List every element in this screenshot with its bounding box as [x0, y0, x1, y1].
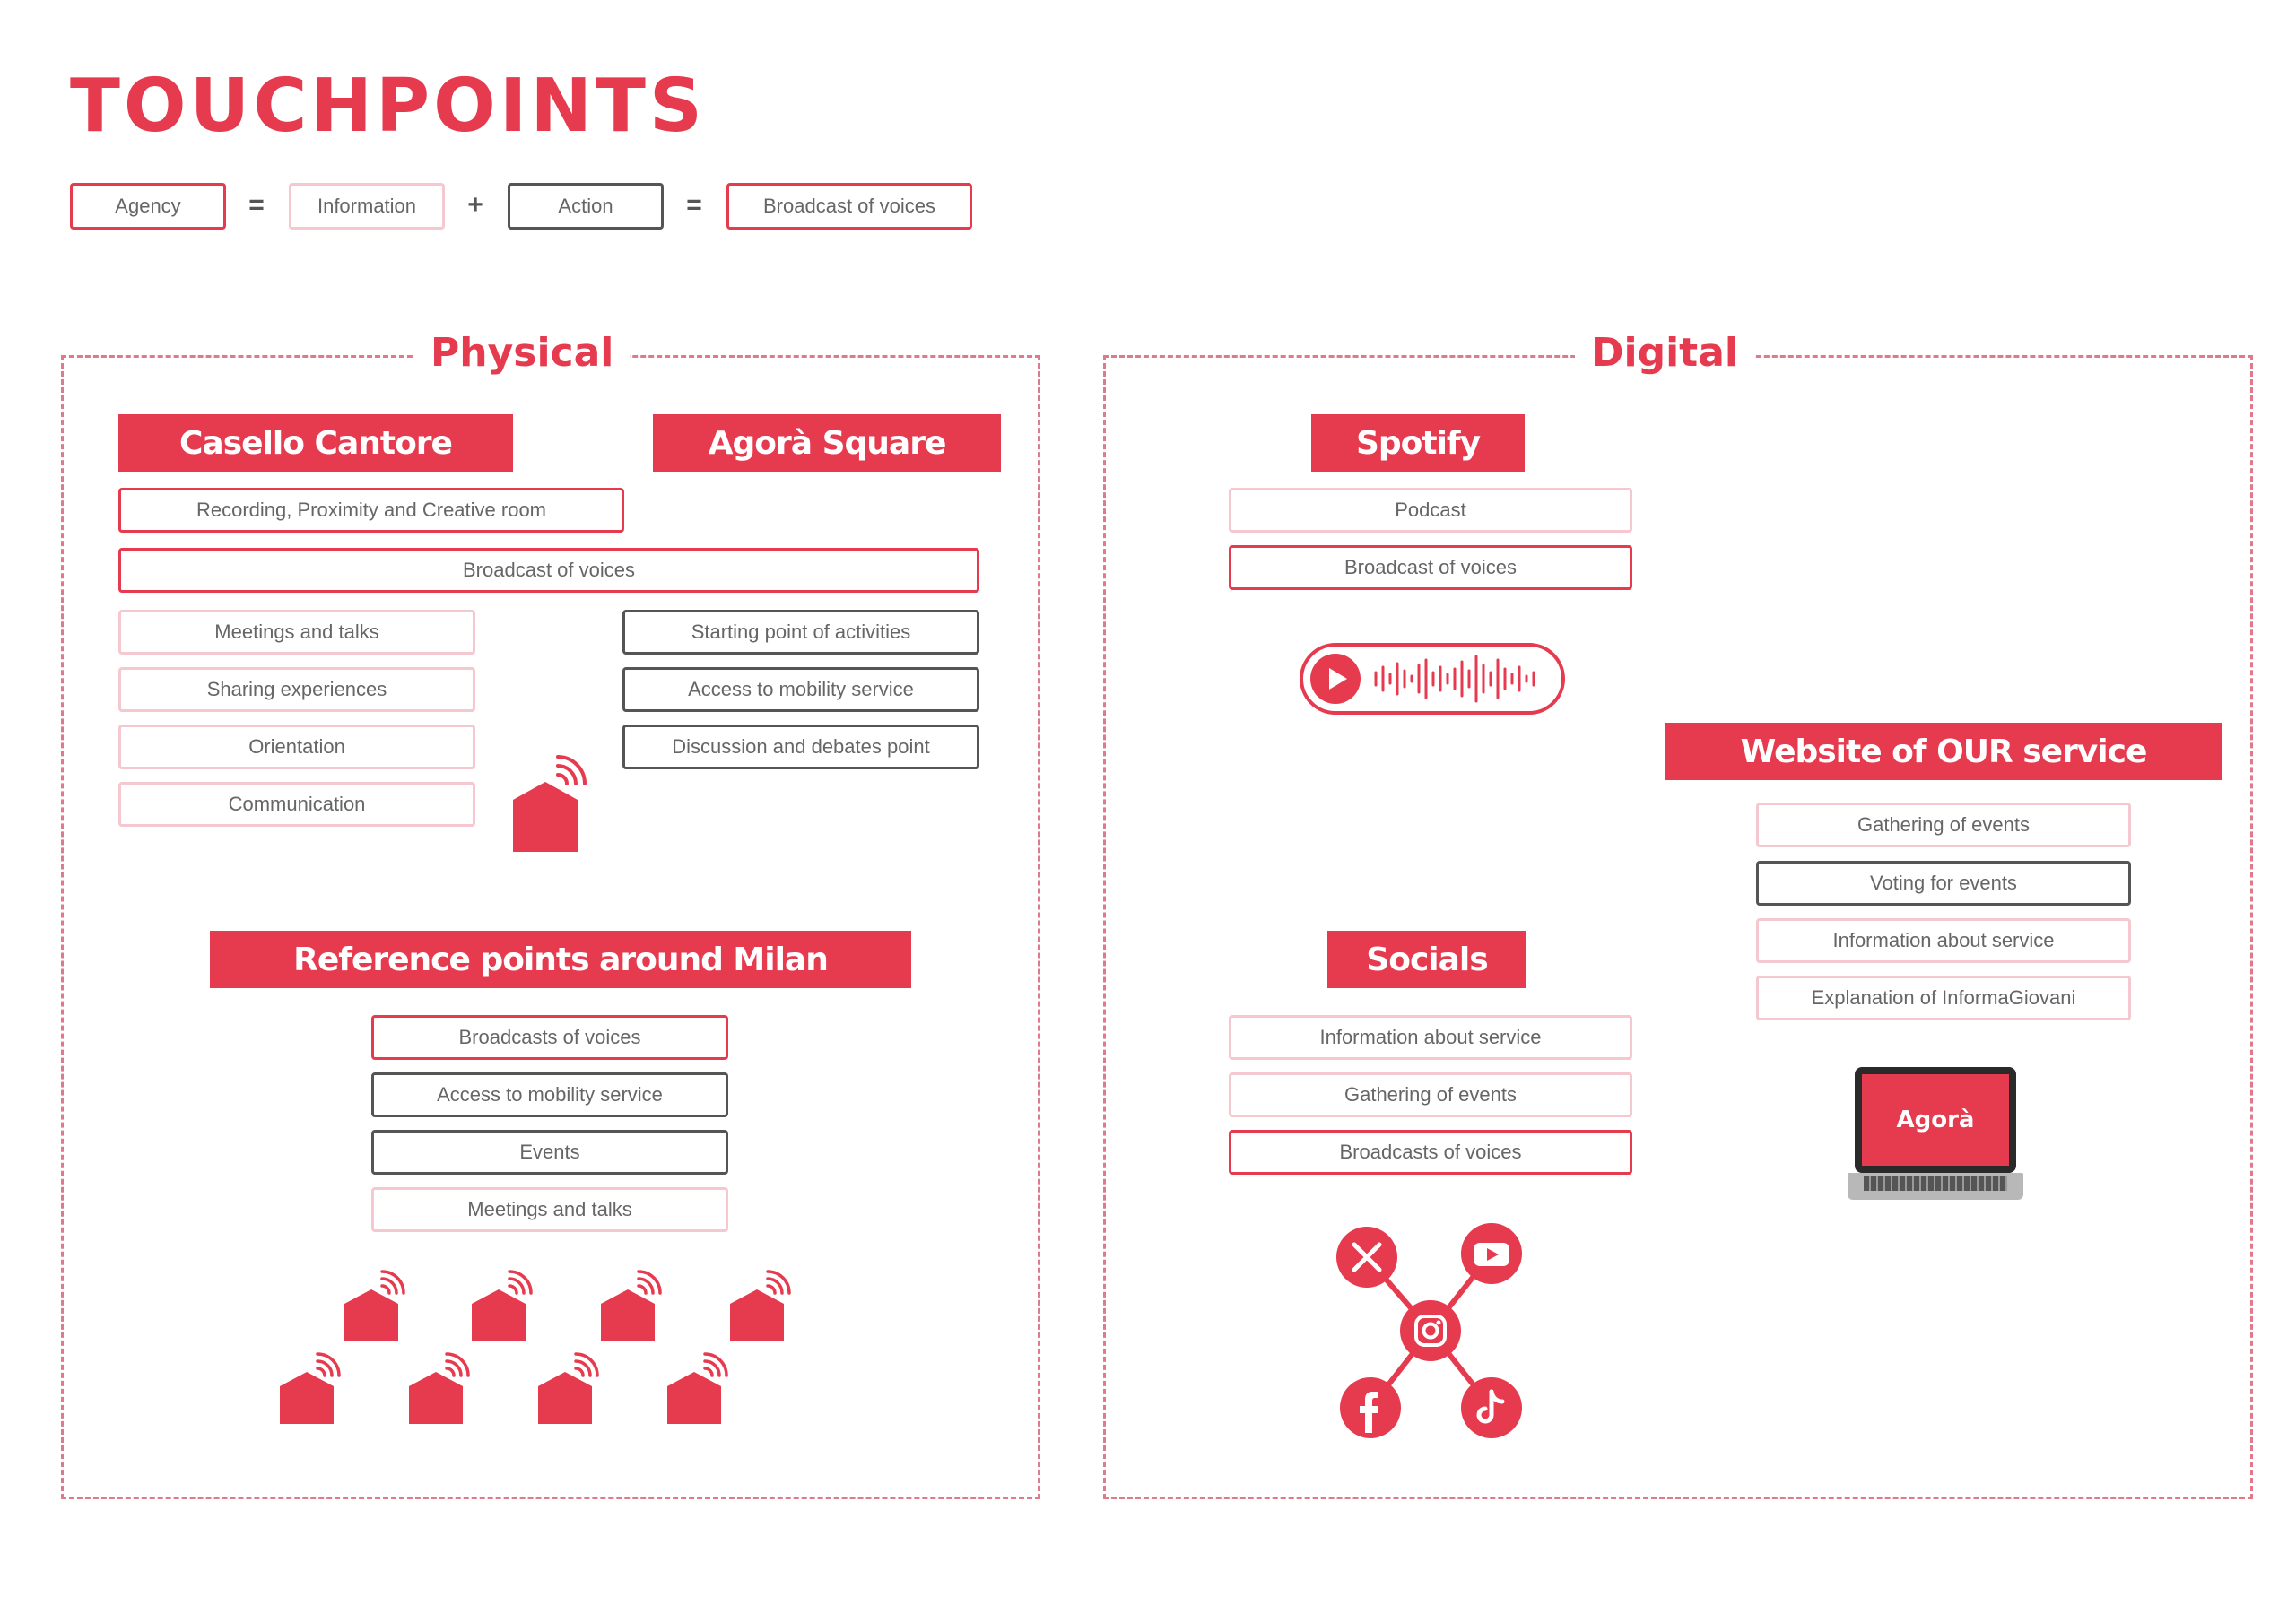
house-broadcast-icon	[407, 1352, 470, 1426]
website-header: Website of OUR service	[1665, 723, 2222, 780]
milan-header: Reference points around Milan	[210, 931, 911, 988]
agora-item-discussion: Discussion and debates point	[622, 725, 979, 769]
casello-item-sharing: Sharing experiences	[118, 667, 475, 712]
socials-item-gathering: Gathering of events	[1229, 1072, 1632, 1117]
tiktok-icon	[1461, 1377, 1522, 1438]
socials-header: Socials	[1327, 931, 1526, 988]
spotify-item-broadcast: Broadcast of voices	[1229, 545, 1632, 590]
milan-item-broadcasts: Broadcasts of voices	[371, 1015, 728, 1060]
laptop-icon: Agorà	[1848, 1067, 2023, 1211]
x-icon	[1336, 1227, 1397, 1288]
website-item-informagiovani: Explanation of InformaGiovani	[1756, 976, 2131, 1020]
agora-item-mobility: Access to mobility service	[622, 667, 979, 712]
casello-recording-pill: Recording, Proximity and Creative room	[118, 488, 624, 533]
equation-equals-1: =	[248, 190, 265, 220]
milan-item-events: Events	[371, 1130, 728, 1175]
social-network-icons	[1336, 1223, 1522, 1438]
socials-item-broadcasts: Broadcasts of voices	[1229, 1130, 1632, 1175]
house-broadcast-icon	[343, 1270, 405, 1343]
agora-item-starting-point: Starting point of activities	[622, 610, 979, 655]
youtube-icon	[1461, 1223, 1522, 1284]
equation-plus: +	[467, 190, 483, 220]
website-item-gathering: Gathering of events	[1756, 803, 2131, 847]
socials-item-information: Information about service	[1229, 1015, 1632, 1060]
laptop-logo: Agorà	[1896, 1107, 1975, 1133]
page-title: TOUCHPOINTS	[70, 64, 706, 149]
house-broadcast-icon	[470, 1270, 533, 1343]
house-broadcast-icon	[536, 1352, 599, 1426]
agora-square-header: Agorà Square	[653, 414, 1001, 472]
equation-information: Information	[289, 183, 445, 230]
instagram-icon	[1400, 1300, 1461, 1361]
milan-houses	[278, 1270, 791, 1426]
milan-item-mobility: Access to mobility service	[371, 1072, 728, 1117]
milan-item-meetings: Meetings and talks	[371, 1187, 728, 1232]
casello-item-orientation: Orientation	[118, 725, 475, 769]
equation-agency: Agency	[70, 183, 226, 230]
equation-equals-2: =	[686, 190, 702, 220]
facebook-icon	[1340, 1377, 1401, 1438]
spotify-header: Spotify	[1311, 414, 1525, 472]
website-item-information: Information about service	[1756, 918, 2131, 963]
house-broadcast-icon	[599, 1270, 662, 1343]
casello-item-communication: Communication	[118, 782, 475, 827]
digital-section-label: Digital	[1575, 334, 1754, 373]
waveform	[1374, 655, 1535, 703]
house-broadcast-icon	[513, 755, 587, 852]
spotify-item-podcast: Podcast	[1229, 488, 1632, 533]
equation-result: Broadcast of voices	[726, 183, 972, 230]
house-broadcast-icon	[278, 1352, 341, 1426]
audio-player[interactable]	[1299, 642, 1566, 716]
website-item-voting: Voting for events	[1756, 861, 2131, 906]
house-broadcast-icon	[665, 1352, 728, 1426]
play-icon	[1329, 668, 1347, 690]
equation-action: Action	[508, 183, 664, 230]
casello-item-meetings: Meetings and talks	[118, 610, 475, 655]
casello-cantore-header: Casello Cantore	[118, 414, 513, 472]
house-broadcast-icon	[728, 1270, 791, 1343]
physical-section-label: Physical	[414, 334, 631, 373]
casello-broadcast-pill: Broadcast of voices	[118, 548, 979, 593]
